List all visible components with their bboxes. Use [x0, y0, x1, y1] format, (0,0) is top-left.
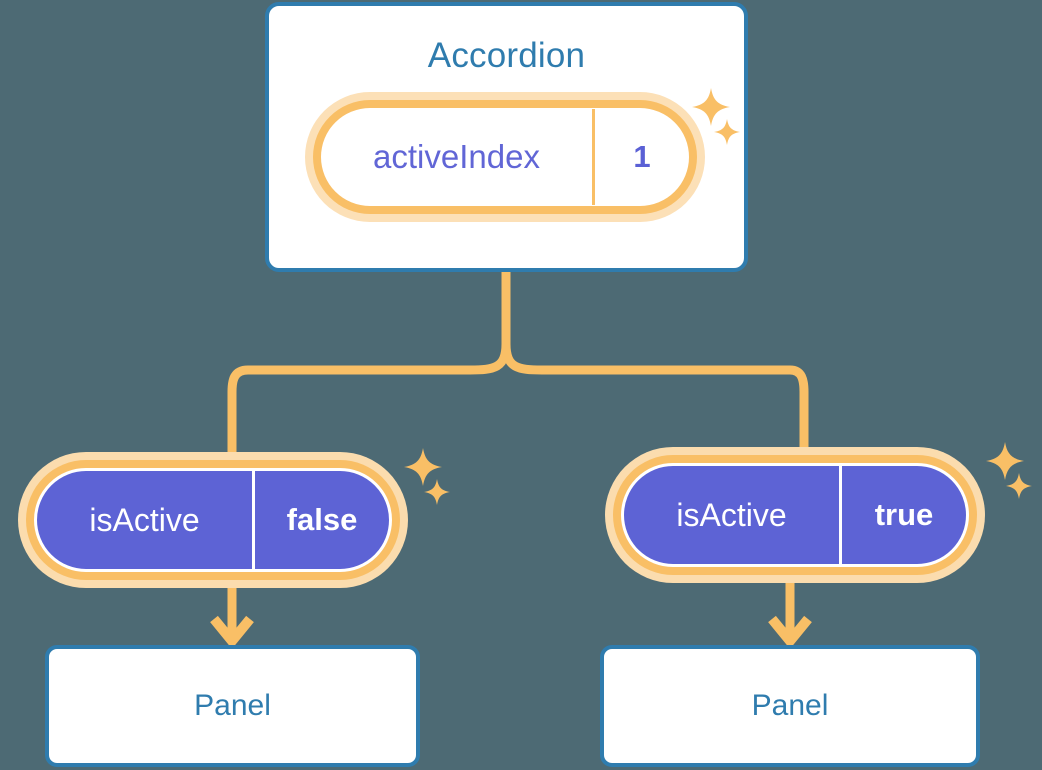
panel-label: Panel — [194, 689, 271, 722]
panel-card-right[interactable]: Panel — [600, 645, 980, 767]
state-key-label: isActive — [676, 496, 787, 533]
arrow-down-icon-right — [768, 615, 812, 649]
state-pill-is-active-right[interactable]: isActive true — [605, 447, 985, 583]
pill-body: isActive false — [34, 468, 392, 572]
state-pill-active-index[interactable]: activeIndex 1 — [305, 92, 705, 222]
pill-divider — [592, 109, 595, 205]
pill-divider — [252, 471, 255, 569]
connector-branch-left — [227, 339, 511, 457]
accordion-title: Accordion — [427, 36, 586, 75]
arrow-down-icon-left — [210, 615, 254, 649]
state-key-label: activeIndex — [373, 138, 540, 175]
state-pill-is-active-left[interactable]: isActive false — [18, 452, 408, 588]
pill-body: activeIndex 1 — [321, 108, 689, 206]
connector-branch-right — [501, 339, 809, 455]
state-value-label: 1 — [633, 139, 651, 174]
pill-body: isActive true — [621, 463, 969, 567]
panel-label: Panel — [751, 689, 829, 722]
pill-divider — [839, 466, 842, 564]
state-value-label: true — [874, 497, 934, 532]
panel-card-left[interactable]: Panel — [45, 645, 420, 767]
state-value-label: false — [286, 502, 358, 537]
state-key-label: isActive — [89, 501, 200, 538]
